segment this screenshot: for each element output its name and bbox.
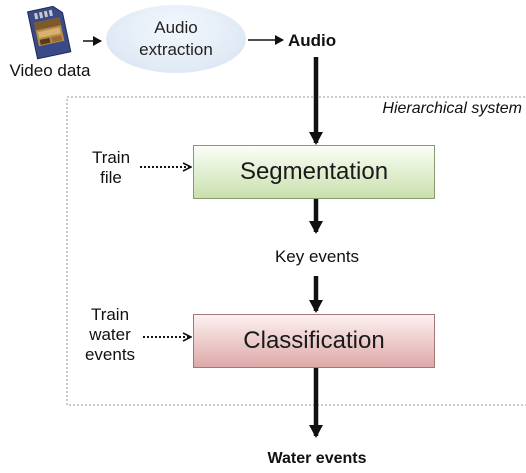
system-frame: [66, 96, 526, 406]
train-water-events-line2: water: [89, 325, 131, 344]
train-water-events-line3: events: [84, 345, 136, 364]
water-events-label: Water events: [267, 450, 367, 467]
train-file-line1: Train: [91, 148, 131, 167]
train-water-events-line1: Train: [90, 305, 130, 324]
audio-extraction-node: Audio extraction: [106, 5, 246, 73]
classification-box: Classification: [193, 314, 435, 368]
segmentation-box: Segmentation: [193, 145, 435, 199]
sd-card-icon: [26, 5, 72, 60]
train-water-events-label: Train water events: [78, 305, 142, 365]
audio-extraction-line2: extraction: [139, 40, 213, 59]
video-data-label: Video data: [9, 61, 91, 80]
system-title: Hierarchical system: [382, 100, 522, 117]
classification-label: Classification: [243, 327, 385, 354]
audio-label: Audio: [288, 31, 337, 50]
audio-extraction-line1: Audio: [154, 18, 198, 37]
train-file-line2: file: [100, 168, 122, 187]
key-events-label: Key events: [274, 247, 360, 266]
segmentation-label: Segmentation: [239, 158, 389, 185]
train-file-label: Train file: [86, 148, 136, 188]
